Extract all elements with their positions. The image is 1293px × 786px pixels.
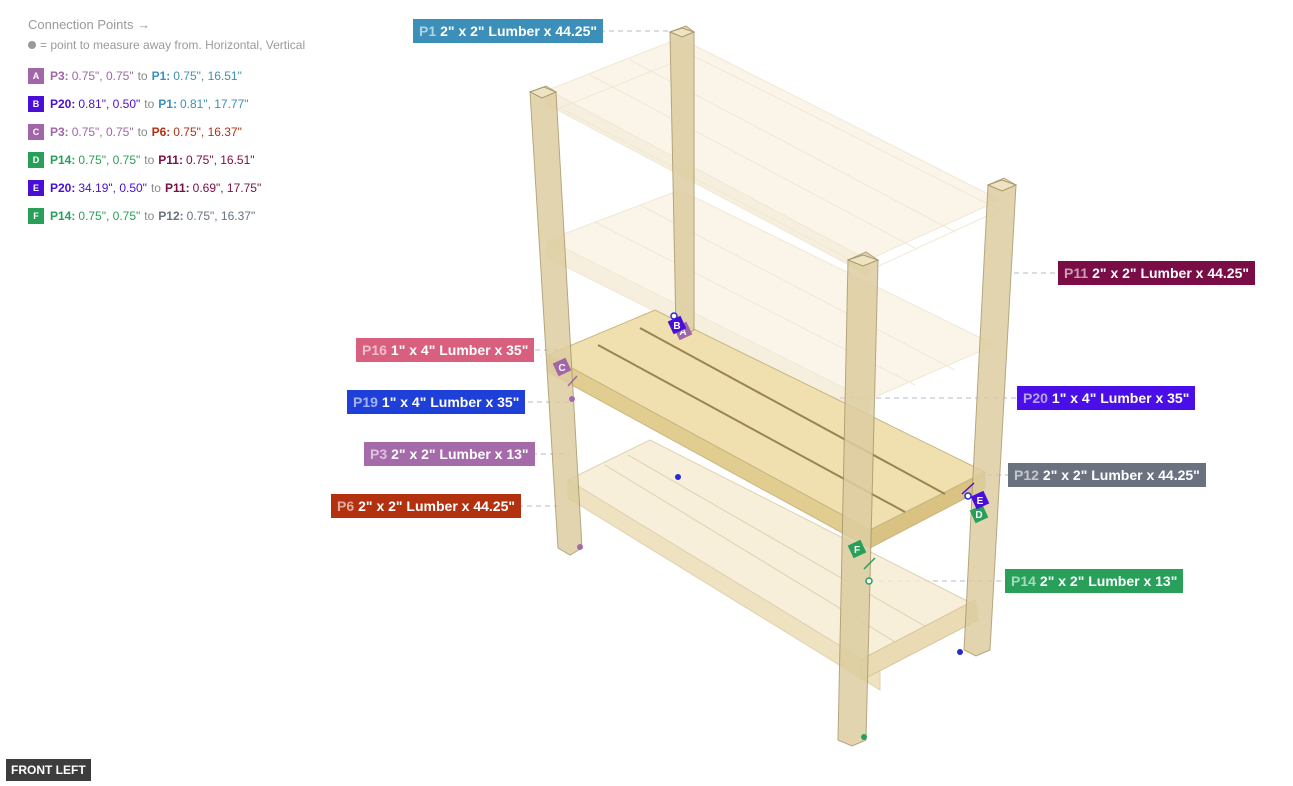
- from-part: P14:: [50, 153, 76, 167]
- part-description: 2" x 2" Lumber x 44.25": [440, 23, 598, 39]
- to-word: to: [144, 209, 155, 223]
- part-description: 2" x 2" Lumber x 44.25": [1092, 265, 1250, 281]
- svg-text:E: E: [977, 496, 984, 507]
- connection-points-legend: Connection Points → = point to measure a…: [28, 17, 358, 230]
- connection-badge: C: [28, 124, 44, 140]
- part-description: 1" x 4" Lumber x 35": [381, 394, 520, 410]
- to-value: 0.81", 17.77": [179, 97, 249, 111]
- legend-note-text: = point to measure away from. Horizontal…: [40, 38, 306, 52]
- to-value: 0.75", 16.37": [173, 125, 242, 139]
- scene-marker-f: F: [847, 539, 876, 570]
- to-value: 0.75", 16.51": [185, 153, 255, 167]
- part-description: 2" x 2" Lumber x 13": [1039, 573, 1178, 589]
- to-word: to: [137, 69, 148, 83]
- part-id: P3: [370, 446, 388, 462]
- to-part: P12:: [158, 209, 184, 223]
- from-value: 0.75", 0.75": [78, 209, 141, 223]
- scene-marker-c: C: [552, 357, 578, 387]
- connection-badge: A: [28, 68, 44, 84]
- to-part: P1:: [151, 69, 171, 83]
- part-id: P12: [1014, 467, 1039, 483]
- to-part: P11:: [158, 153, 183, 167]
- to-value: 0.75", 16.37": [186, 209, 256, 223]
- to-part: P6:: [151, 125, 171, 139]
- part-id: P16: [362, 342, 387, 358]
- from-value: 0.75", 0.75": [78, 153, 141, 167]
- dot-icon: [28, 41, 36, 49]
- to-word: to: [144, 97, 155, 111]
- connection-badge: E: [28, 180, 44, 196]
- from-part: P3:: [50, 125, 69, 139]
- view-label[interactable]: FRONT LEFT: [6, 759, 91, 781]
- legend-note: = point to measure away from. Horizontal…: [28, 38, 358, 52]
- part-id: P11: [1064, 265, 1089, 281]
- from-value: 0.81", 0.50": [78, 97, 141, 111]
- connection-badge: B: [28, 96, 44, 112]
- scene-marker-a-letter: A: [679, 327, 686, 338]
- from-part: P20:: [50, 181, 76, 195]
- legend-title: Connection Points →: [28, 17, 151, 32]
- part-description: 1" x 4" Lumber x 35": [1051, 390, 1190, 406]
- from-value: 0.75", 0.75": [71, 125, 134, 139]
- part-id: P20: [1023, 390, 1048, 406]
- from-part: P3:: [50, 69, 69, 83]
- from-part: P20:: [50, 97, 76, 111]
- connection-badge: D: [28, 152, 44, 168]
- scene-marker-d-letter: D: [975, 510, 982, 521]
- part-description: 2" x 2" Lumber x 44.25": [358, 498, 516, 514]
- to-part: P11:: [164, 181, 190, 195]
- to-part: P1:: [158, 97, 177, 111]
- svg-text:C: C: [558, 363, 565, 374]
- post-tops: [528, 27, 1018, 267]
- part-description: 2" x 2" Lumber x 44.25": [1042, 467, 1200, 483]
- to-word: to: [150, 181, 161, 195]
- to-word: to: [144, 153, 155, 167]
- bottom-shelf: [566, 439, 979, 691]
- from-part: P14:: [50, 209, 76, 223]
- scene-marker-b: B: [667, 315, 687, 335]
- connection-badge: F: [28, 208, 44, 224]
- part-id: P6: [337, 498, 355, 514]
- part-description: 1" x 4" Lumber x 35": [390, 342, 529, 358]
- scene-marker-d: D: [969, 504, 989, 524]
- part-description: 2" x 2" Lumber x 13": [391, 446, 529, 462]
- part-id: P1: [419, 23, 437, 39]
- to-word: to: [137, 125, 148, 139]
- svg-text:F: F: [854, 545, 860, 556]
- from-value: 34.19", 0.50": [78, 181, 147, 195]
- from-value: 0.75", 0.75": [71, 69, 134, 83]
- to-value: 0.69", 17.75": [192, 181, 262, 195]
- part-id: P14: [1011, 573, 1036, 589]
- scene-marker-e: E: [961, 482, 990, 510]
- part-id: P19: [353, 394, 378, 410]
- svg-text:B: B: [673, 321, 680, 332]
- to-value: 0.75", 16.51": [173, 69, 242, 83]
